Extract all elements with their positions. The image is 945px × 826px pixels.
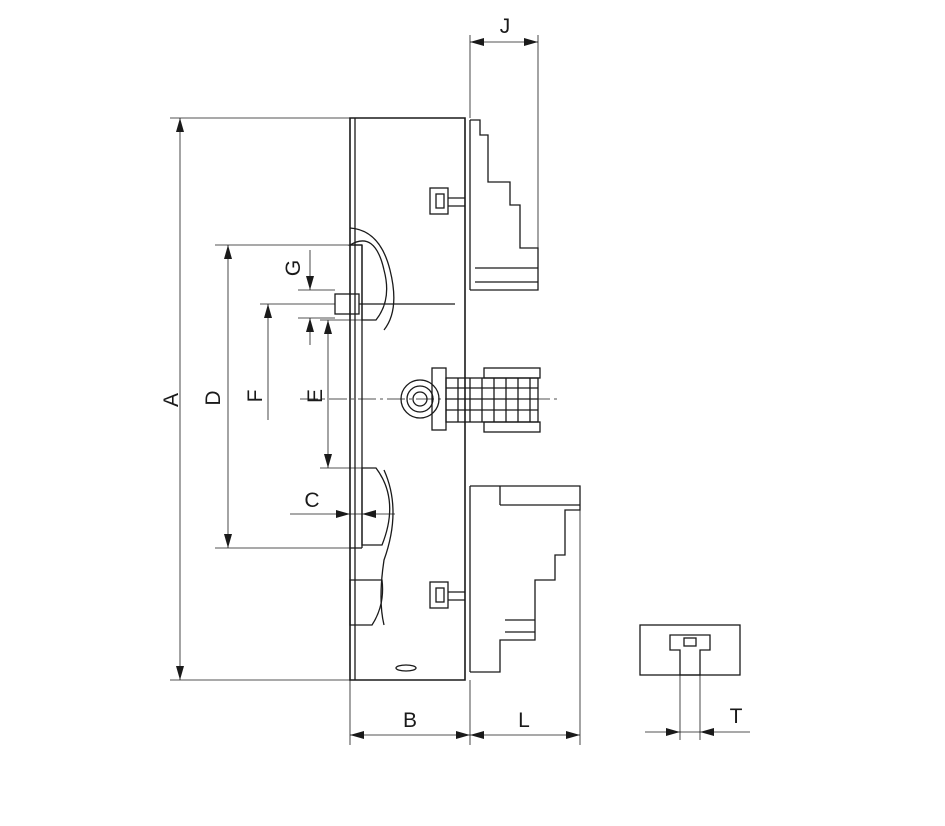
dimension-C xyxy=(336,510,376,518)
dimension-G xyxy=(306,250,314,345)
extension-lines xyxy=(170,35,701,745)
label-F: F xyxy=(244,390,267,403)
label-A: A xyxy=(160,393,183,407)
dimension-E xyxy=(324,320,332,468)
dimension-L xyxy=(470,731,580,739)
lower-jaw xyxy=(469,485,581,673)
label-D: D xyxy=(202,390,225,405)
dimension-B xyxy=(350,731,470,739)
pinion-assembly xyxy=(400,367,541,433)
label-B: B xyxy=(403,709,417,732)
section-hatch-upper xyxy=(347,240,388,321)
section-hatch-lower xyxy=(361,467,391,546)
dimension-A xyxy=(176,118,184,680)
label-E: E xyxy=(304,389,327,403)
label-G: G xyxy=(282,260,305,276)
dimension-D xyxy=(224,245,232,548)
label-J: J xyxy=(500,15,511,38)
dimension-F xyxy=(264,304,272,420)
t-slot-detail xyxy=(639,624,741,676)
upper-jaw xyxy=(469,119,539,291)
dimension-T xyxy=(645,728,750,736)
dimension-J xyxy=(470,38,538,46)
label-C: C xyxy=(304,489,319,512)
chuck-body xyxy=(300,117,560,681)
label-T: T xyxy=(730,705,743,728)
jaw-teeth-grid xyxy=(446,378,538,422)
label-L: L xyxy=(518,709,530,732)
